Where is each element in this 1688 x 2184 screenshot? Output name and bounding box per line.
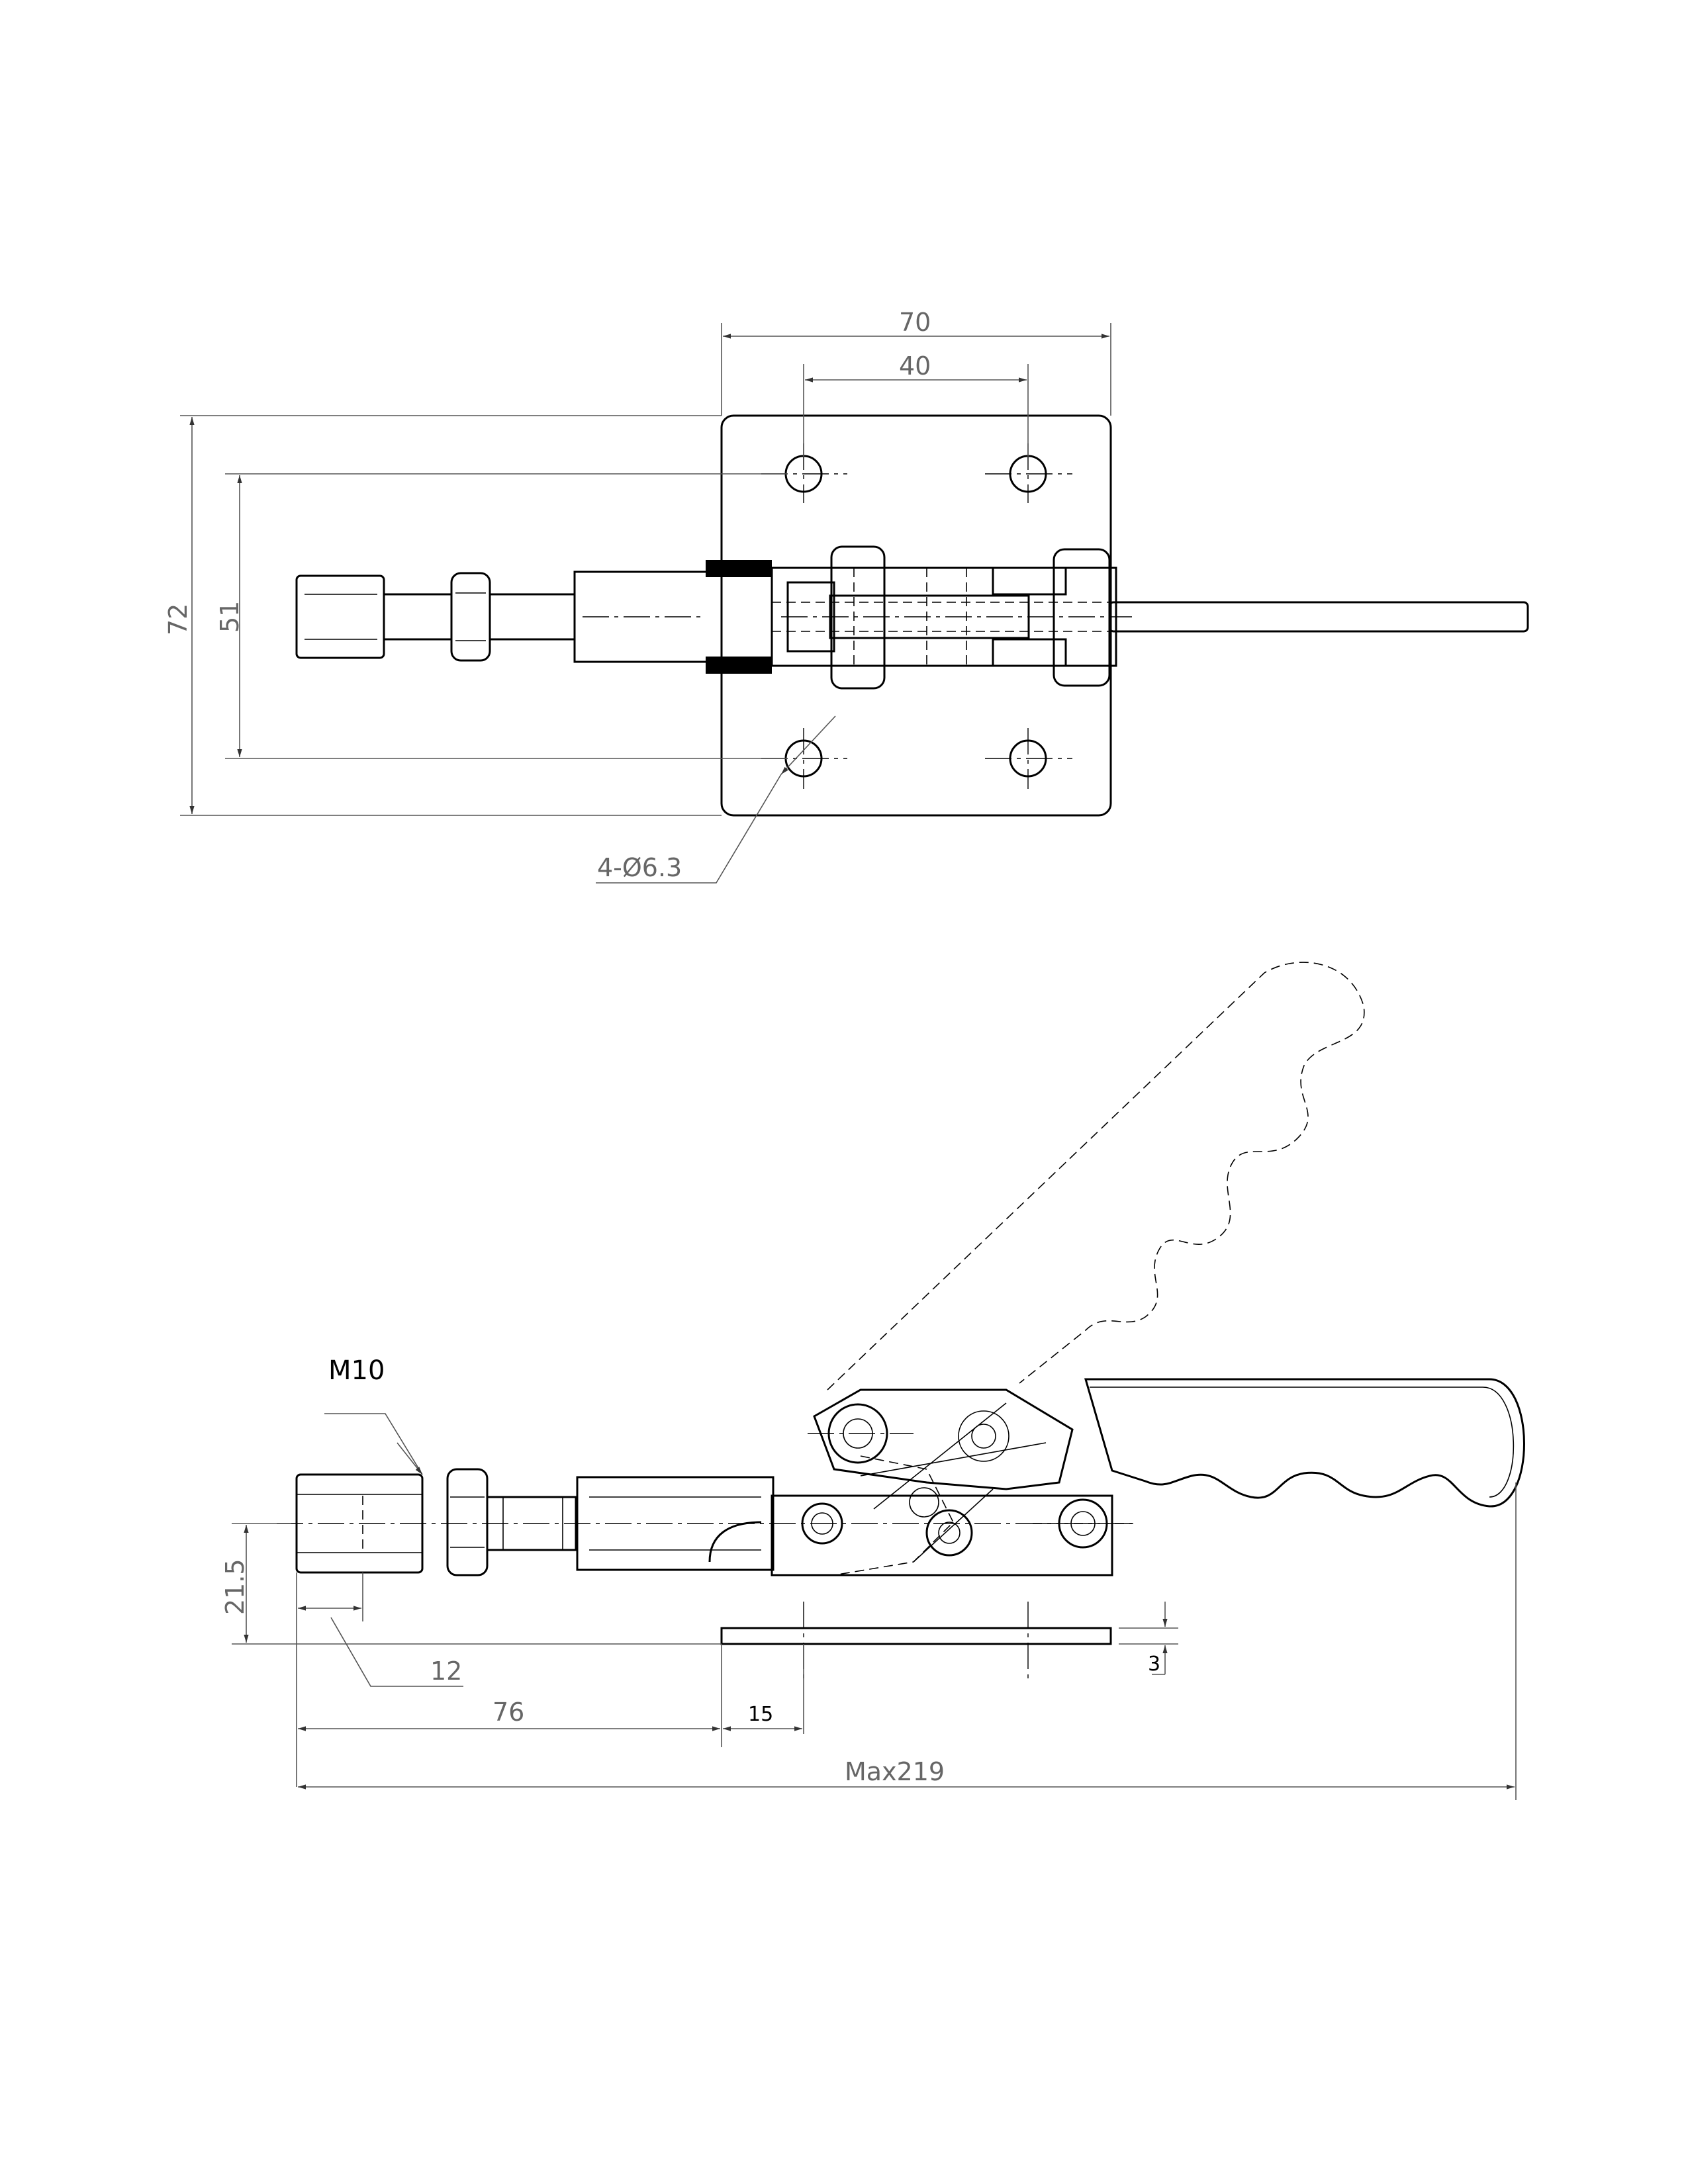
handle-closed [1084,1378,1525,1508]
hole-callout: 4-Ø6.3 [597,853,682,882]
linkage-side [771,1388,1132,1576]
plunger-hex-end [295,560,773,674]
base-plate-side [720,1627,1112,1645]
dim-thread-length: 12 [430,1657,462,1686]
mounting-holes [761,443,1072,789]
dim-base-thickness: 3 [1148,1653,1160,1676]
dim-offset: 15 [748,1703,773,1726]
top-dimensions: 70 40 72 51 4-Ø6.3 [164,308,1111,884]
top-view: 70 40 72 51 4-Ø6.3 [164,308,1529,884]
linkage-mechanism [771,545,1119,690]
dim-max-length: Max219 [845,1757,945,1786]
dim-height-axis: 21.5 [220,1559,250,1615]
dim-hole-spacing-y: 51 [215,601,244,633]
thread-label: M10 [328,1355,385,1386]
plunger-side [295,1468,774,1576]
dim-reach: 76 [492,1698,524,1727]
handle-top [1108,601,1529,633]
dim-width-overall: 70 [899,308,931,337]
dim-height-overall: 72 [164,604,193,635]
handle-open-phantom [827,962,1365,1390]
side-view: M10 21.5 12 76 15 3 [220,962,1525,1800]
base-plate [720,414,1112,817]
side-dimensions: M10 21.5 12 76 15 3 [220,1355,1517,1800]
dim-hole-spacing-x: 40 [899,351,931,381]
